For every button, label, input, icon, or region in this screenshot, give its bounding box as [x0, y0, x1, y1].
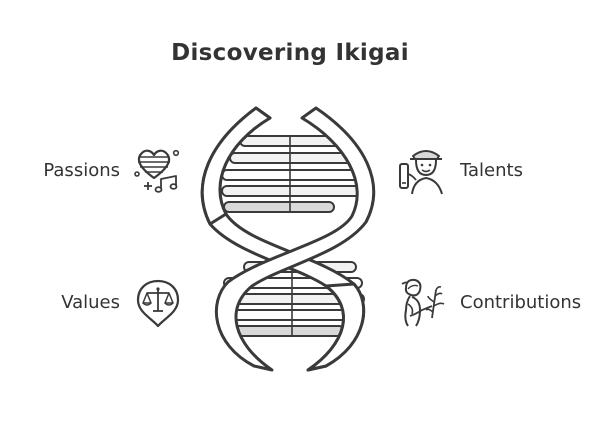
diagram-title: Discovering Ikigai	[0, 40, 580, 66]
heart-music-icon	[130, 142, 184, 196]
person-with-phone-icon	[396, 144, 450, 198]
label-values: Values	[38, 292, 120, 314]
label-talents: Talents	[460, 160, 523, 182]
scales-shield-icon	[133, 276, 183, 330]
person-with-plant-icon	[398, 276, 452, 330]
dna-helix	[196, 104, 382, 378]
label-contributions: Contributions	[460, 292, 581, 314]
label-passions: Passions	[38, 160, 120, 182]
